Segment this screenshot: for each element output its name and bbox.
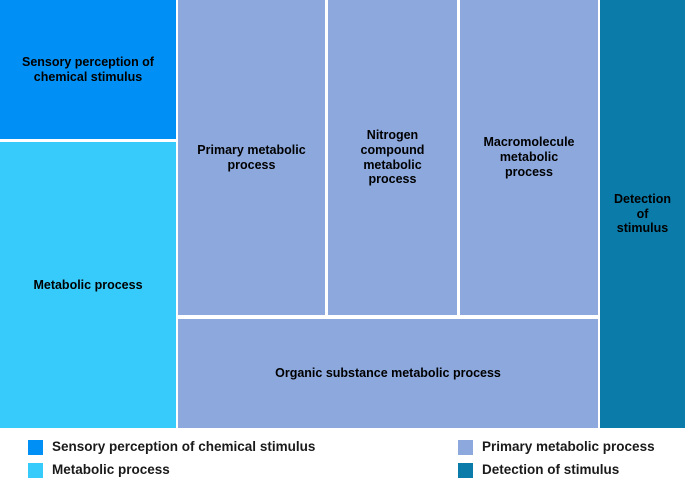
treemap-tile-label: Macromolecule metabolic process (483, 135, 575, 179)
legend-item-detection-of-stimulus[interactable]: Detection of stimulus (458, 461, 619, 479)
treemap-tile-organic-substance-metabolic-process[interactable]: Organic substance metabolic process (178, 319, 598, 428)
legend-item-metabolic-process[interactable]: Metabolic process (28, 461, 170, 479)
treemap-tile-label: Detection of stimulus (614, 191, 671, 236)
legend-swatch-icon (28, 439, 43, 455)
treemap-tile-detection-of-stimulus[interactable]: Detection of stimulus (600, 0, 685, 428)
treemap-tile-sensory-perception-of-chemical-stimulus[interactable]: Sensory perception of chemical stimulus (0, 0, 176, 139)
treemap-tile-label: Metabolic process (33, 277, 143, 292)
legend-swatch-icon (458, 439, 473, 455)
treemap-tile-primary-metabolic-process[interactable]: Primary metabolic process (178, 0, 325, 315)
legend-item-label: Detection of stimulus (482, 462, 620, 478)
treemap-tile-nitrogen-compound-metabolic-process[interactable]: Nitrogen compound metabolic process (328, 0, 457, 315)
legend-item-label: Metabolic process (52, 462, 170, 478)
legend-swatch-icon (458, 462, 473, 478)
treemap-tile-label: Organic substance metabolic process (275, 366, 501, 381)
treemap-plot-area: Sensory perception of chemical stimulus … (0, 0, 685, 430)
legend-item-primary-metabolic-process[interactable]: Primary metabolic process (458, 438, 655, 456)
treemap-tile-label: Nitrogen compound metabolic process (360, 128, 425, 187)
chart-legend: Sensory perception of chemical stimulus … (0, 433, 685, 485)
treemap-tile-label: Sensory perception of chemical stimulus (22, 54, 154, 84)
legend-item-sensory-perception-of-chemical-stimulus[interactable]: Sensory perception of chemical stimulus (28, 438, 315, 456)
legend-item-label: Primary metabolic process (482, 439, 655, 455)
treemap-tile-metabolic-process[interactable]: Metabolic process (0, 142, 176, 428)
legend-swatch-icon (28, 462, 43, 478)
treemap-tile-label: Primary metabolic process (197, 142, 306, 172)
legend-item-label: Sensory perception of chemical stimulus (52, 439, 316, 455)
treemap-tile-macromolecule-metabolic-process[interactable]: Macromolecule metabolic process (460, 0, 598, 315)
